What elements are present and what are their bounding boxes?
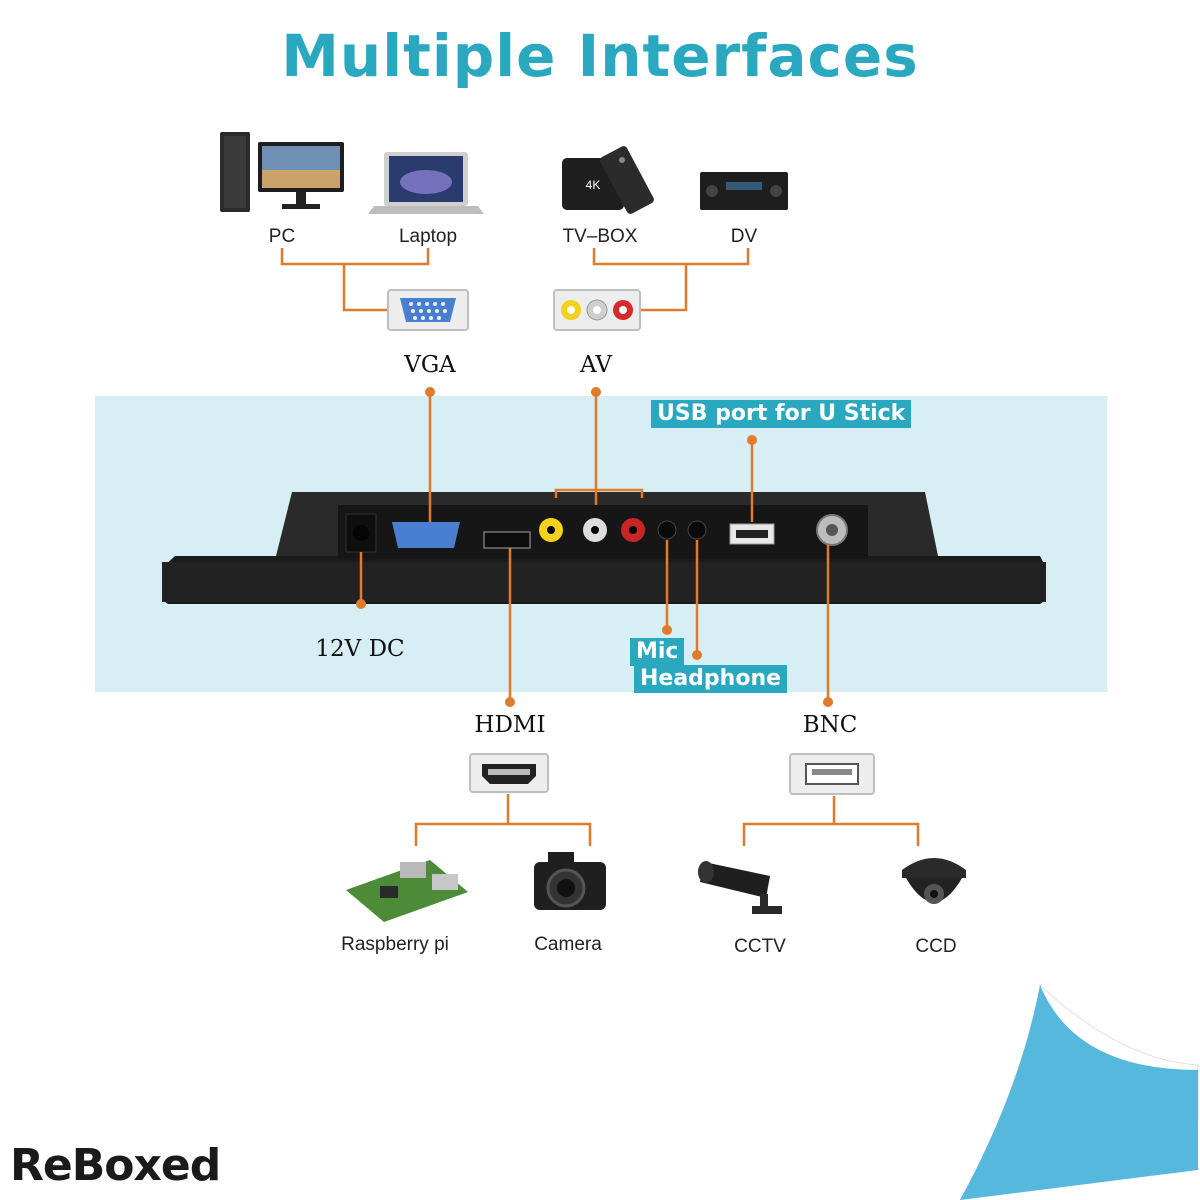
top-connectors xyxy=(280,248,750,312)
laptop-label: Laptop xyxy=(398,226,458,247)
raspberry-pi-label: Raspberry pi xyxy=(341,934,449,955)
dv-icon xyxy=(700,172,788,210)
hdmi-label: HDMI xyxy=(474,712,546,738)
dc-power-label: 12V DC xyxy=(315,636,405,662)
cctv-camera-icon xyxy=(698,861,782,914)
ccd-dome-camera-icon xyxy=(902,858,966,904)
laptop-icon xyxy=(368,152,484,214)
bnc-label: BNC xyxy=(802,712,858,738)
camera-icon xyxy=(534,852,606,910)
tvbox-icon: 4K xyxy=(562,146,654,214)
raspberry-pi-icon xyxy=(346,860,468,922)
panel-connectors xyxy=(359,390,830,700)
monitor-panel xyxy=(162,492,1046,604)
brand-logo: ReBoxed xyxy=(10,1140,221,1191)
av-label: AV xyxy=(579,352,613,378)
page-title: Multiple Interfaces xyxy=(281,22,919,90)
pc-label: PC xyxy=(268,226,296,247)
cctv-label: CCTV xyxy=(734,936,786,957)
page-curl-decoration xyxy=(959,983,1199,1200)
bottom-connectors xyxy=(414,794,920,846)
dv-label: DV xyxy=(730,226,758,247)
camera-label: Camera xyxy=(534,934,602,955)
mic-tag: Mic xyxy=(630,638,685,666)
hdmi-connector-icon xyxy=(469,753,549,793)
vga-connector-icon xyxy=(387,289,469,331)
ccd-label: CCD xyxy=(915,936,957,957)
av-connector-icon xyxy=(553,289,641,331)
vga-label: VGA xyxy=(404,352,456,378)
svg-text:4K: 4K xyxy=(586,178,601,192)
callout-dots xyxy=(356,387,833,707)
usb-port-tag: USB port for U Stick xyxy=(651,400,912,428)
pc-icon xyxy=(220,132,344,212)
headphone-tag: Headphone xyxy=(634,665,788,693)
bnc-connector-icon xyxy=(789,753,875,795)
tvbox-label: TV–BOX xyxy=(562,226,638,247)
